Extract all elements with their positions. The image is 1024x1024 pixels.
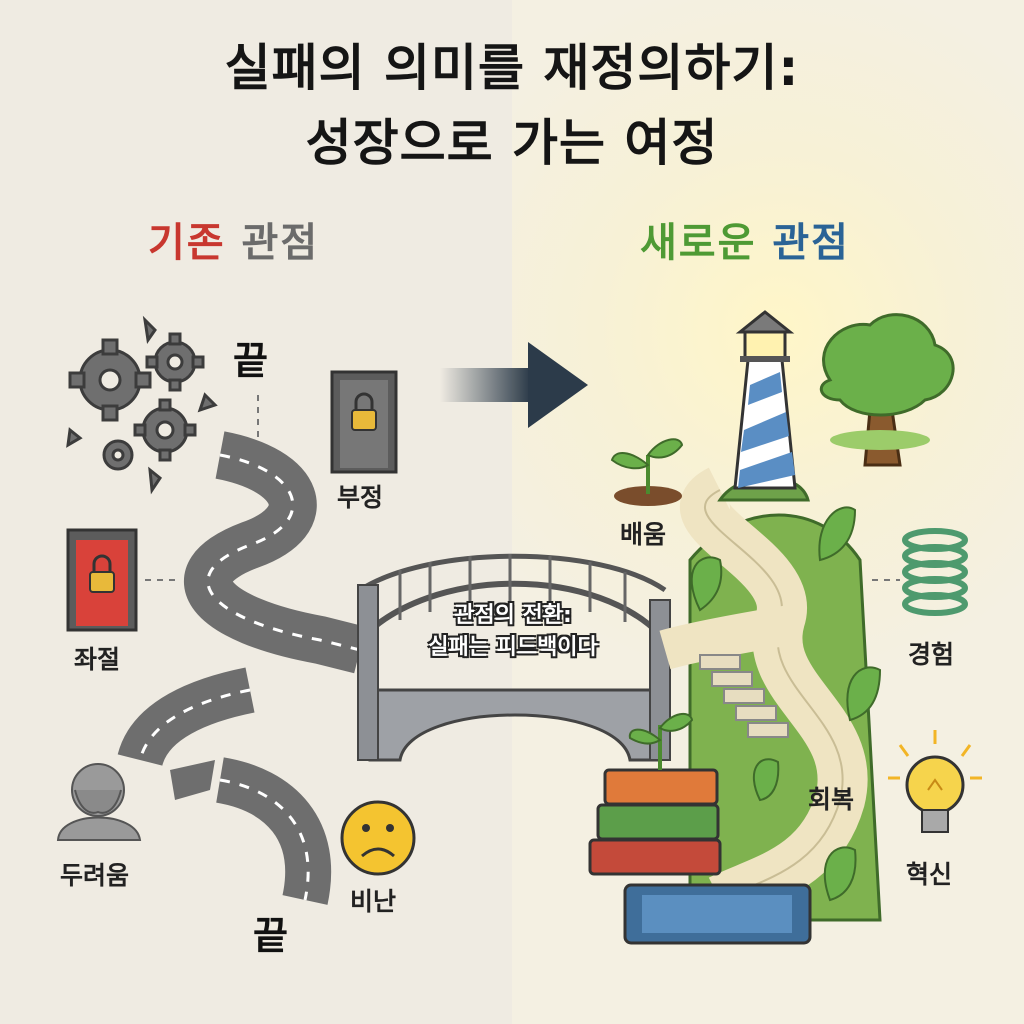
heading-perspective-word-right: 관점 [772, 220, 850, 266]
bridge-caption-line2: 실패는 피드백이다 [428, 635, 598, 660]
bridge-caption: 관점의 전환: 실패는 피드백이다 [380, 600, 646, 664]
sprout-icon [610, 438, 684, 506]
tree-icon [819, 313, 955, 467]
despair-person-icon [56, 763, 142, 841]
lightbulb-icon [888, 730, 982, 833]
sad-face-icon [340, 800, 416, 876]
page-title-line1: 실패의 의미를 재정의하기: [224, 39, 800, 97]
growth-path-icon [659, 467, 882, 923]
heading-old-word: 기존 [148, 220, 226, 266]
broken-gears-icon [66, 315, 218, 495]
end-label-top: 끝 [233, 339, 268, 383]
label-fear: 두려움 [60, 861, 130, 890]
leaves-decoration [690, 506, 882, 902]
red-locked-door-icon [66, 528, 138, 632]
lighthouse-icon [717, 310, 810, 502]
label-blame: 비난 [350, 887, 397, 916]
locked-door-icon [330, 370, 398, 474]
label-experience: 경험 [908, 640, 955, 669]
old-perspective-background [0, 0, 512, 1024]
spring-icon [902, 528, 968, 616]
page-title-line2: 성장으로 가는 여정 [305, 114, 719, 172]
label-learning: 배움 [620, 520, 667, 549]
heading-perspective-word: 관점 [241, 220, 320, 266]
label-denial: 부정 [337, 483, 384, 512]
new-perspective-heading: 새로운 관점 [640, 210, 850, 268]
label-innovation: 혁신 [906, 860, 953, 889]
heading-new-word: 새로운 [640, 220, 757, 266]
label-frustration: 좌절 [74, 645, 121, 674]
connector-lines [145, 395, 259, 581]
end-label-bottom: 끝 [253, 914, 288, 958]
broken-road-icon [117, 431, 366, 905]
books-icon [588, 712, 812, 945]
old-perspective-heading: 기존 관점 [148, 210, 319, 268]
arrow-icon [440, 342, 588, 428]
label-recovery: 회복 [808, 785, 855, 814]
bridge-caption-line1: 관점의 전환: [454, 603, 572, 628]
